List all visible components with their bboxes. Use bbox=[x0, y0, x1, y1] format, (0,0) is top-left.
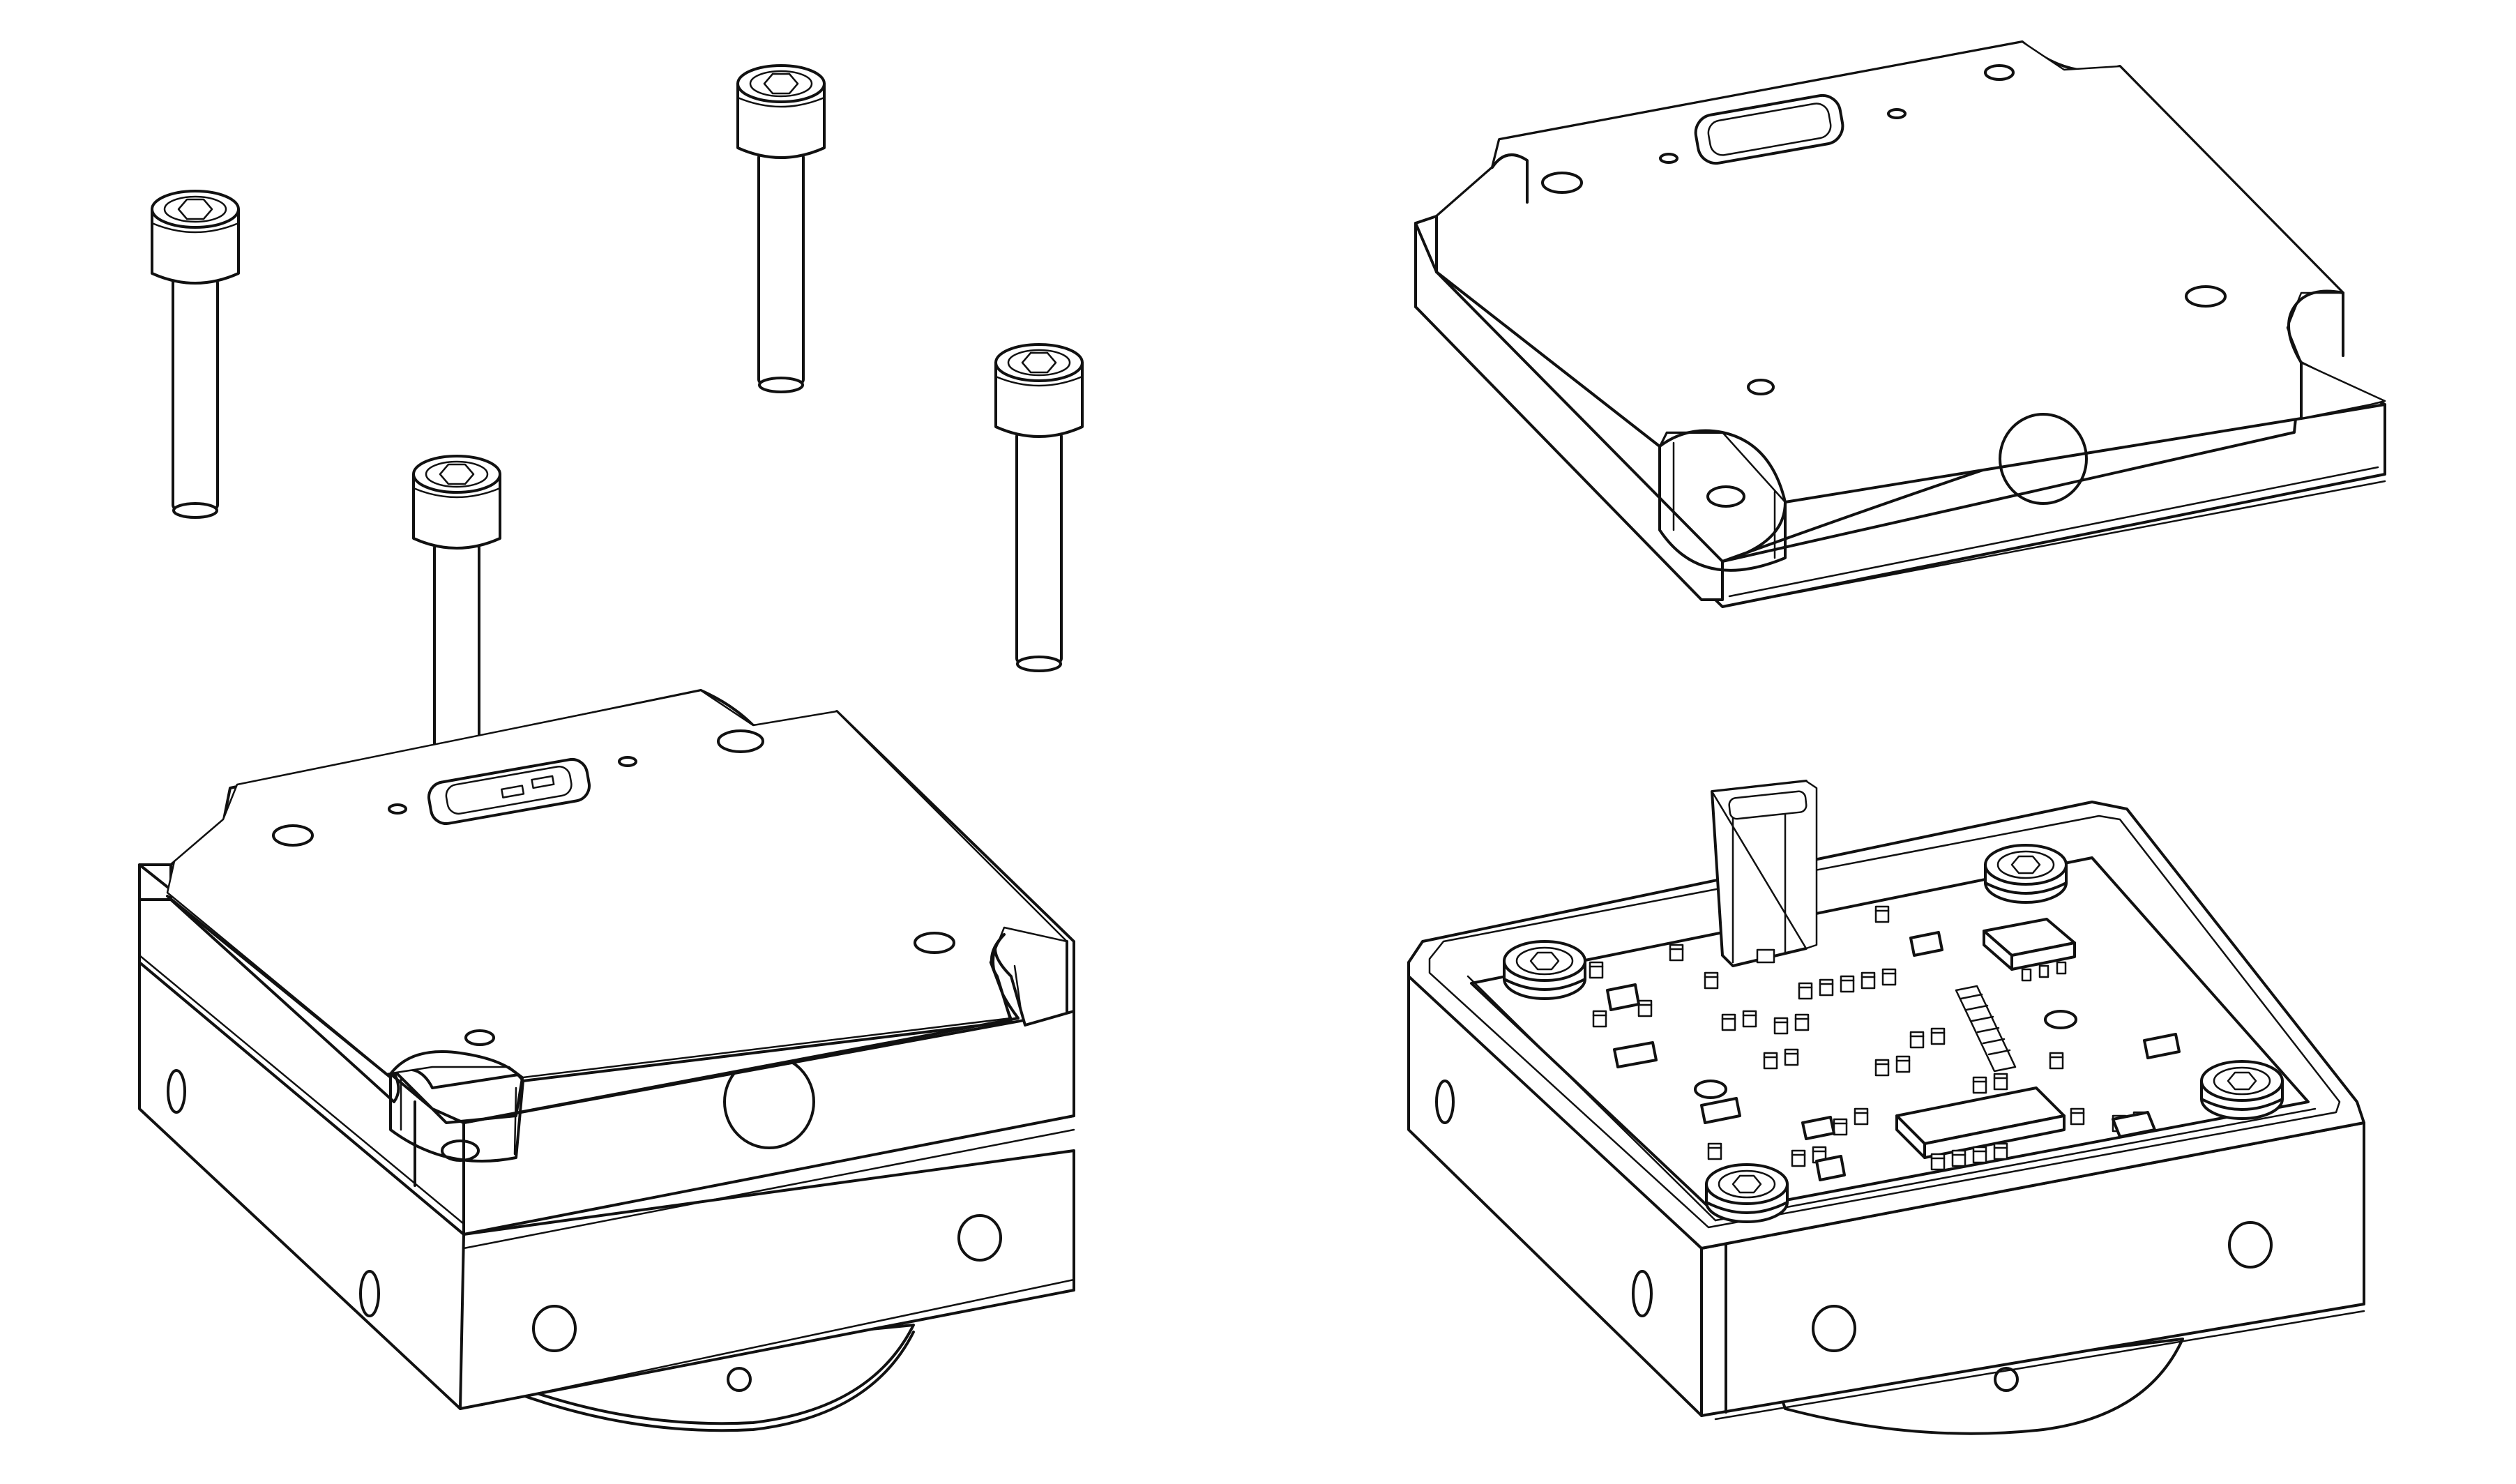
transistor-parts bbox=[1606, 931, 2181, 1181]
cap-screw-3 bbox=[994, 343, 1084, 672]
ic-chip-large bbox=[1895, 1086, 2066, 1159]
pin-header bbox=[1955, 985, 2017, 1073]
cap-screw-2 bbox=[736, 64, 826, 393]
ic-chip-small bbox=[1983, 918, 2076, 982]
cap-screw-1 bbox=[151, 190, 240, 519]
open-housing-with-pcb bbox=[1407, 780, 2365, 1435]
assembled-enclosure bbox=[138, 689, 1075, 1432]
separated-lid bbox=[1414, 40, 2386, 608]
usb-connector bbox=[1711, 780, 1818, 967]
